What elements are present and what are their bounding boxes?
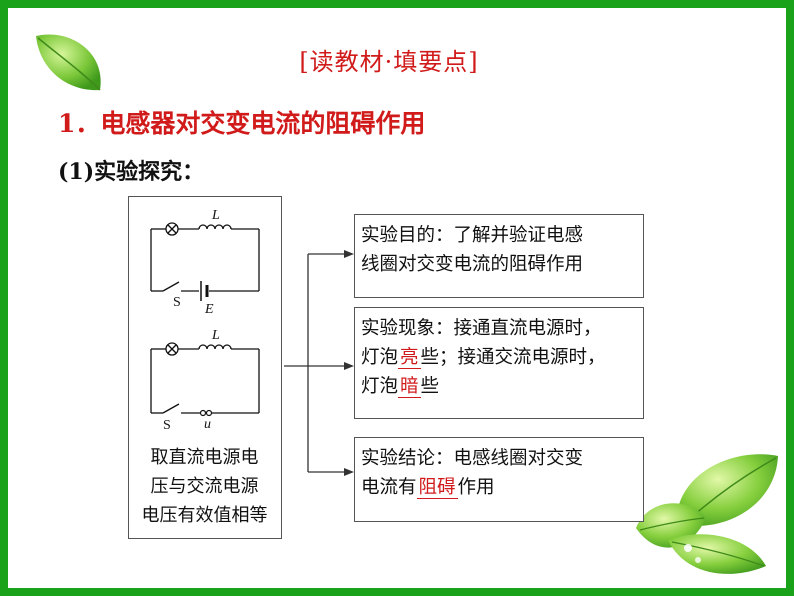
inductor-label: L: [211, 328, 220, 343]
answer-blank: 阻碍: [416, 477, 458, 499]
phenomenon-line: 灯泡亮些；接通交流电源时，: [361, 343, 637, 372]
lamp-icon: [165, 342, 179, 356]
phenomenon-line: 灯泡暗些: [361, 372, 637, 401]
arrow-head-icon: [344, 468, 354, 476]
section-title: [读教材·填要点]: [299, 48, 479, 76]
answer-blank: 暗: [398, 376, 421, 398]
topic-heading: 1．电感器对交变电流的阻碍作用: [58, 109, 426, 138]
circuit-diagram: L S E L S u: [150, 208, 260, 433]
inductor-label: L: [211, 208, 220, 223]
circuit-caption: 取直流电源电 压与交流电源 电压有效值相等: [141, 447, 268, 526]
phenomenon-box: 实验现象：接通直流电源时， 灯泡亮些；接通交流电源时， 灯泡暗些: [354, 307, 644, 419]
text-fragment: 些: [420, 376, 440, 397]
ac-terminal-icon: [199, 409, 213, 417]
subtopic-heading: (1)实验探究：: [58, 159, 205, 185]
leaf-decoration-icon: [36, 34, 101, 91]
conclusion-line: 实验结论：电感线圈对交变: [361, 448, 584, 469]
switch-label: S: [173, 295, 181, 310]
phenomenon-line: 实验现象：接通直流电源时，: [361, 318, 602, 339]
circuit-diagram-box: L S E L S u 取直流电源电 压与交流电源 电压有效值相等: [128, 196, 282, 539]
purpose-box: 实验目的：了解并验证电感 线圈对交变电流的阻碍作用: [354, 214, 644, 298]
text-fragment: 作用: [457, 477, 495, 498]
switch-label: S: [163, 418, 171, 433]
conclusion-line: 电流有阻碍作用: [361, 473, 637, 502]
conclusion-box: 实验结论：电感线圈对交变 电流有阻碍作用: [354, 437, 644, 522]
purpose-line: 线圈对交变电流的阻碍作用: [361, 254, 584, 275]
arrow-head-icon: [344, 250, 354, 258]
text-fragment: 些；接通交流电源时，: [420, 347, 606, 368]
answer-blank: 亮: [398, 347, 421, 369]
text-fragment: 电流有: [361, 477, 417, 498]
battery-label: E: [204, 302, 214, 317]
lamp-icon: [165, 222, 179, 236]
arrow-head-icon: [344, 362, 354, 370]
text-fragment: 灯泡: [361, 376, 399, 397]
battery-icon: [200, 281, 209, 301]
leaves-decoration-icon: [636, 454, 778, 574]
text-fragment: 灯泡: [361, 347, 399, 368]
ac-source-label: u: [204, 417, 211, 432]
branch-arrows: [284, 250, 354, 476]
purpose-line: 实验目的：了解并验证电感: [361, 225, 584, 246]
